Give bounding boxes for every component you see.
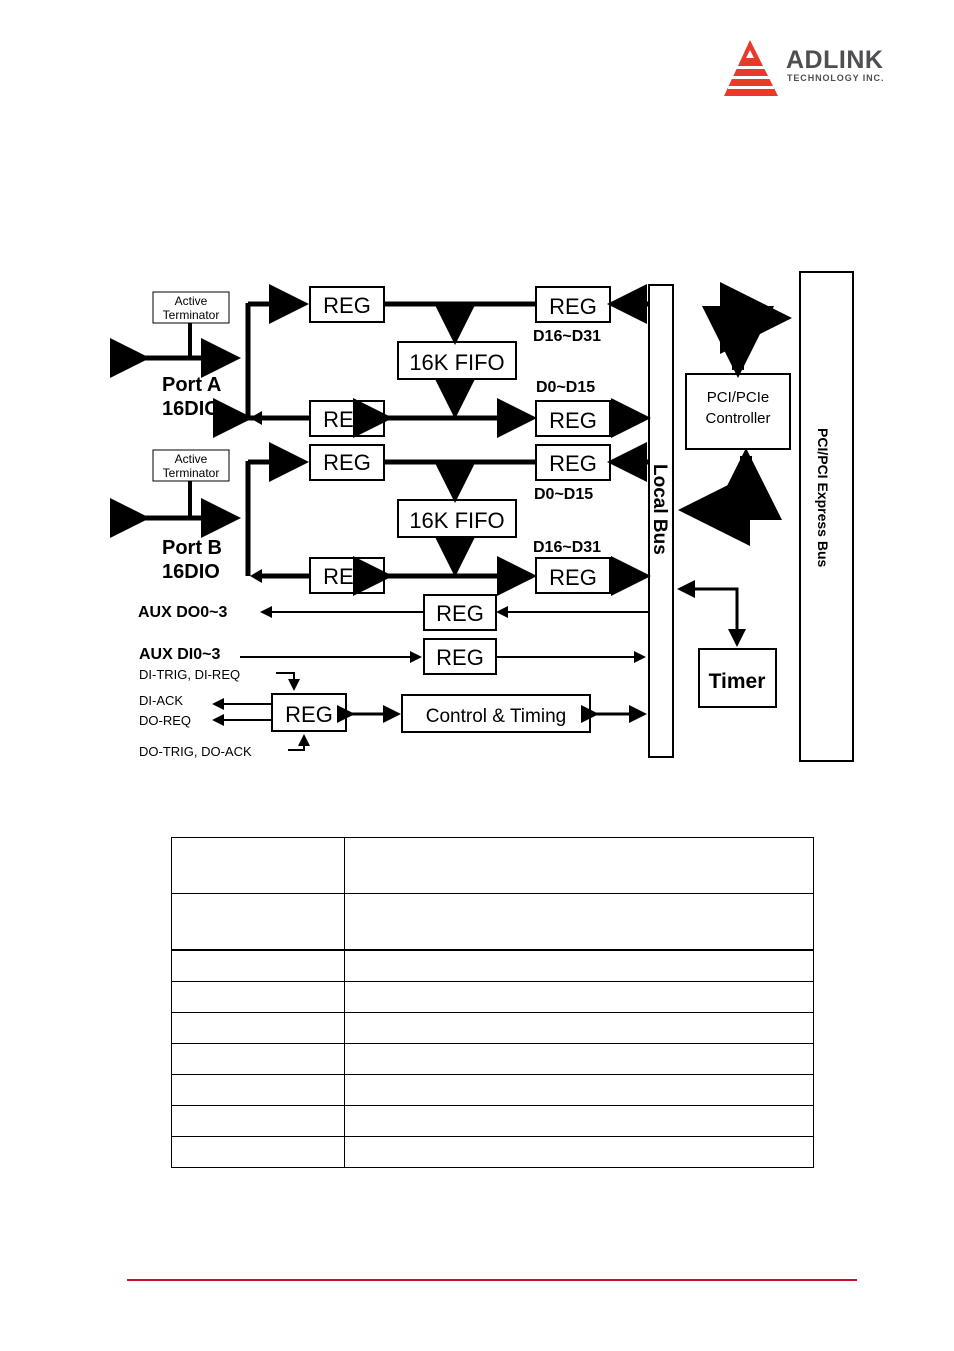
brand-tagline: TECHNOLOGY INC. <box>787 73 885 83</box>
table-cell <box>171 1105 345 1137</box>
table-cell <box>171 949 345 982</box>
aux-di-label: AUX DI0~3 <box>139 646 220 663</box>
reg-label: REG <box>549 294 597 319</box>
reg-label: REG <box>323 407 371 432</box>
port-a-terminator-label-2: Terminator <box>163 308 220 322</box>
reg-label: REG <box>549 451 597 476</box>
d0-d15-label: D0~D15 <box>534 486 593 503</box>
local-bus-bar <box>648 284 674 758</box>
reg-label: REG <box>323 450 371 475</box>
spec-table <box>171 837 814 1168</box>
table-cell <box>344 893 814 951</box>
table-row <box>171 1012 814 1044</box>
port-a-sub-label: 16DIO <box>162 398 220 420</box>
table-row <box>171 1136 814 1168</box>
table-row <box>171 837 814 894</box>
table-row <box>171 893 814 951</box>
table-row <box>171 1074 814 1106</box>
reg-label: REG <box>549 565 597 590</box>
do-trig-ack-label: DO-TRIG, DO-ACK <box>139 744 252 759</box>
reg-label: REG <box>436 601 484 626</box>
table-row <box>171 1043 814 1075</box>
table-cell <box>344 1074 814 1106</box>
table-cell <box>171 1012 345 1044</box>
d16-d31-label: D16~D31 <box>533 539 601 556</box>
fifo-label: 16K FIFO <box>409 350 504 375</box>
reg-label: REG <box>323 293 371 318</box>
table-cell <box>171 1043 345 1075</box>
controller-label-2: Controller <box>705 410 770 427</box>
table-cell <box>344 1136 814 1168</box>
aux-do-label: AUX DO0~3 <box>138 604 227 621</box>
control-timing-label: Control & Timing <box>426 706 566 727</box>
di-trig-req-label: DI-TRIG, DI-REQ <box>139 667 240 682</box>
reg-label: REG <box>436 645 484 670</box>
pci-express-bus-bar <box>799 271 854 762</box>
table-cell <box>344 981 814 1013</box>
reg-label: REG <box>285 702 333 727</box>
table-cell <box>171 981 345 1013</box>
adlink-triangle-icon <box>724 40 778 96</box>
adlink-logo: ADLINK TECHNOLOGY INC. <box>720 36 920 100</box>
port-b-sub-label: 16DIO <box>162 561 220 583</box>
brand-name: ADLINK <box>786 46 884 74</box>
table-cell <box>171 837 345 894</box>
table-cell <box>171 893 345 951</box>
footer-rule <box>127 1279 857 1281</box>
reg-label: REG <box>549 408 597 433</box>
di-ack-label: DI-ACK <box>139 693 183 708</box>
table-cell <box>171 1074 345 1106</box>
table-cell <box>344 837 814 894</box>
table-cell <box>344 1043 814 1075</box>
port-a-terminator-label-1: Active <box>175 294 208 308</box>
table-cell <box>344 1012 814 1044</box>
fifo-label: 16K FIFO <box>409 508 504 533</box>
d0-d15-label: D0~D15 <box>536 379 595 396</box>
port-b-terminator-label-1: Active <box>175 452 208 466</box>
timer-box <box>698 648 777 708</box>
table-row <box>171 949 814 982</box>
local-bus-label: Local Bus <box>649 464 670 555</box>
port-b-label: Port B <box>162 537 222 559</box>
table-row <box>171 981 814 1013</box>
block-diagram: Active Terminator Port A 16DIO Active Te… <box>110 271 854 762</box>
express-bus-label: PCI/PCI Express Bus <box>815 428 831 567</box>
table-row <box>171 1105 814 1137</box>
table-cell <box>344 949 814 982</box>
timer-label: Timer <box>709 670 766 693</box>
table-cell <box>171 1136 345 1168</box>
port-a-label: Port A <box>162 374 221 396</box>
reg-label: REG <box>323 564 371 589</box>
port-b-terminator-label-2: Terminator <box>163 466 220 480</box>
d16-d31-label: D16~D31 <box>533 328 601 345</box>
controller-label-1: PCI/PCIe <box>707 389 770 406</box>
do-req-label: DO-REQ <box>139 713 191 728</box>
table-cell <box>344 1105 814 1137</box>
